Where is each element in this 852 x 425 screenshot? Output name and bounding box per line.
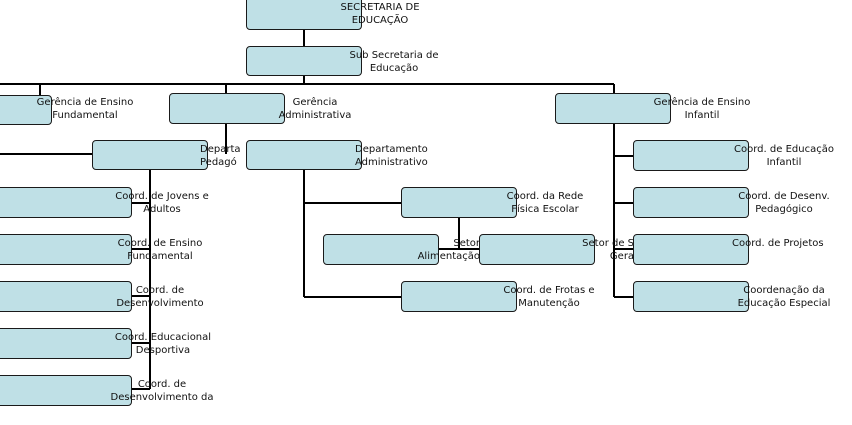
box-coord-ensino-fundamental[interactable] [0, 234, 132, 265]
label-coord-desenvolvimento: Coord. de Desenvolvimento [116, 285, 204, 309]
box-coord-rede-fisica[interactable] [401, 187, 517, 218]
box-gerencia-infantil[interactable] [555, 93, 671, 124]
box-coord-educacional-desportiva[interactable] [0, 328, 132, 359]
box-coord-desenv-pedagogico[interactable] [633, 187, 749, 218]
label-depto-administrativo: Departamento Administrativo [355, 144, 428, 168]
label-depto-pedagogico: Departa Pedagó [200, 144, 241, 168]
box-setor-servicos-gerais[interactable] [479, 234, 595, 265]
label-coord-projetos: Coord. de Projetos [732, 238, 824, 249]
box-gerencia-fundamental[interactable] [0, 95, 52, 125]
label-coord-jovens-adultos: Coord. de Jovens e Adultos [115, 191, 209, 215]
box-coordenacao-educacao-especial[interactable] [633, 281, 749, 312]
label-gerencia-fundamental: Gerência de Ensino Fundamental [36, 97, 134, 121]
box-coord-desenvolvimento-da[interactable] [0, 375, 132, 406]
label-coord-rede-fisica: Coord. da Rede Física Escolar [506, 191, 584, 215]
label-coord-educacional-desportiva: Coord. Educacional Desportiva [114, 332, 212, 356]
label-gerencia-infantil: Gerência de Ensino Infantil [653, 97, 751, 121]
box-coord-frotas[interactable] [401, 281, 517, 312]
label-gerencia-administrativa: Gerência Administrativa [278, 97, 352, 121]
box-depto-pedagogico[interactable] [92, 140, 208, 170]
label-coord-educacao-infantil: Coord. de Educação Infantil [734, 144, 834, 168]
label-coord-frotas: Coord. de Frotas e Manutenção [503, 285, 595, 309]
box-coord-projetos[interactable] [633, 234, 749, 265]
label-coordenacao-educacao-especial: Coordenação da Educação Especial [737, 285, 831, 309]
label-sub-secretaria: Sub Secretaria de Educação [349, 50, 439, 74]
label-coord-desenv-pedagogico: Coord. de Desenv. Pedagógico [738, 191, 830, 215]
label-setor-alimentacao: Setor Alimentação [417, 238, 480, 262]
box-sub-secretaria[interactable] [246, 46, 362, 76]
label-secretaria: SECRETARIA DE EDUCAÇÃO [340, 2, 420, 26]
label-coord-desenvolvimento-da: Coord. de Desenvolvimento da [110, 379, 214, 403]
label-coord-ensino-fundamental: Coord. de Ensino Fundamental [117, 238, 203, 262]
box-coord-jovens-adultos[interactable] [0, 187, 132, 218]
box-gerencia-administrativa[interactable] [169, 93, 285, 124]
box-depto-administrativo[interactable] [246, 140, 362, 170]
box-setor-alimentacao[interactable] [323, 234, 439, 265]
box-coord-desenvolvimento[interactable] [0, 281, 132, 312]
box-coord-educacao-infantil[interactable] [633, 140, 749, 171]
box-secretaria[interactable] [246, 0, 362, 30]
